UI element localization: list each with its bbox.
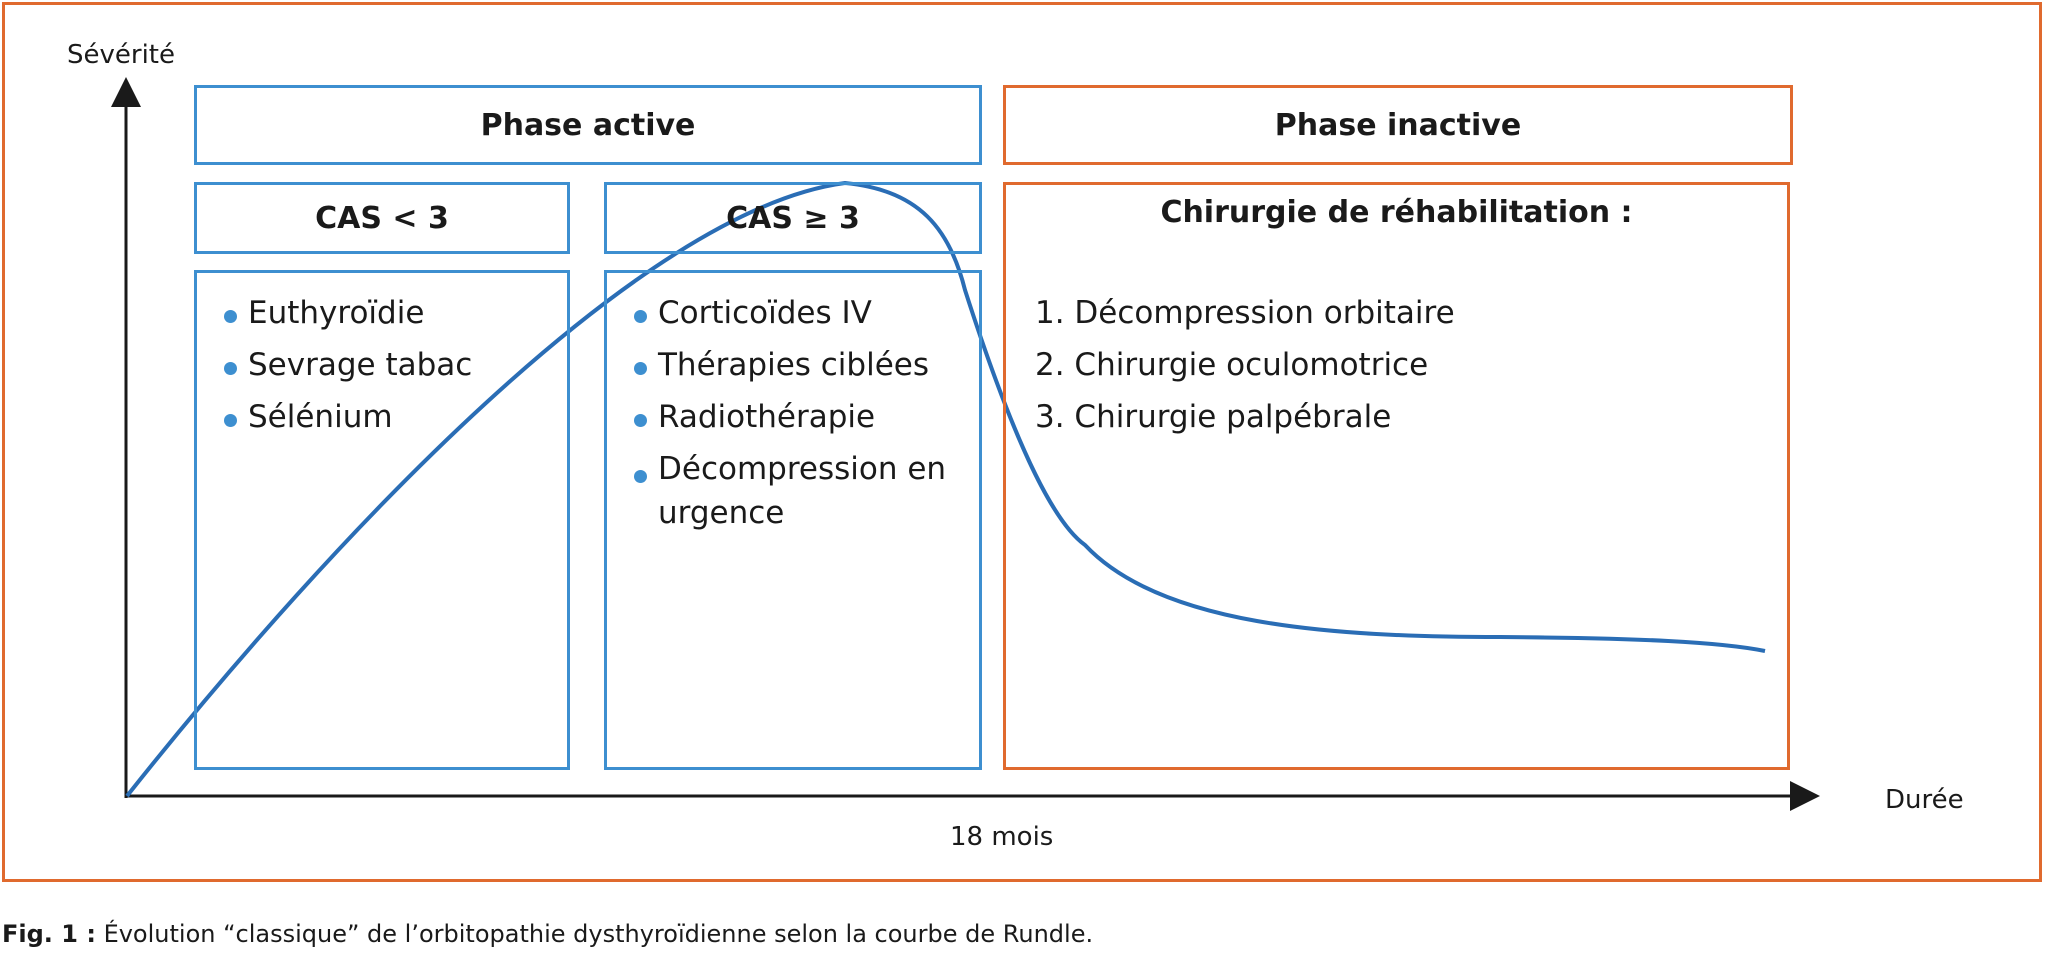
list-item: Thérapies ciblées [632,339,948,391]
list-item: 3. Chirurgie palpébrale [1035,399,1392,435]
cas-low-header: CAS < 3 [194,182,570,254]
list-item: 1. Décompression orbitaire [1035,295,1455,331]
list-item: Euthyroïdie [222,287,472,339]
cas-high-list: Corticoïdes IV Thérapies ciblées Radioth… [632,287,948,539]
inactive-title: Chirurgie de réhabilitation : [1160,195,1633,230]
list-item: Corticoïdes IV [632,287,948,339]
cas-low-list: Euthyroïdie Sevrage tabac Sélénium [222,287,472,443]
phase-inactive-header: Phase inactive [1003,85,1793,165]
cas-low-label: CAS < 3 [315,200,449,236]
caption-label: Fig. 1 : [2,920,96,948]
list-item: Décompression en urgence [632,447,948,539]
cas-low-panel [194,270,570,770]
phase-inactive-label: Phase inactive [1274,107,1522,143]
inactive-panel [1003,182,1790,770]
cas-high-label: CAS ≥ 3 [726,200,860,236]
phase-active-header: Phase active [194,85,982,165]
y-axis-label: Sévérité [67,40,175,70]
list-item: Sélénium [222,391,472,443]
bullet-icon [224,414,237,427]
cas-high-panel [604,270,982,770]
inactive-list: 1. Décompression orbitaire 2. Chirurgie … [1035,287,1455,443]
figure-caption: Fig. 1 : Évolution “classique” de l’orbi… [2,920,1093,948]
x-axis-marker: 18 mois [950,822,1054,852]
bullet-icon [634,414,647,427]
bullet-icon [634,362,647,375]
list-item: 2. Chirurgie oculomotrice [1035,347,1429,383]
list-item: Sevrage tabac [222,339,472,391]
figure-frame [2,2,2042,882]
phase-active-label: Phase active [480,107,696,143]
cas-high-header: CAS ≥ 3 [604,182,982,254]
x-axis-label: Durée [1885,785,1964,815]
bullet-icon [224,362,237,375]
bullet-icon [224,310,237,323]
bullet-icon [634,470,647,483]
bullet-icon [634,310,647,323]
caption-text: Évolution “classique” de l’orbitopathie … [95,920,1094,948]
list-item: Radiothérapie [632,391,948,443]
